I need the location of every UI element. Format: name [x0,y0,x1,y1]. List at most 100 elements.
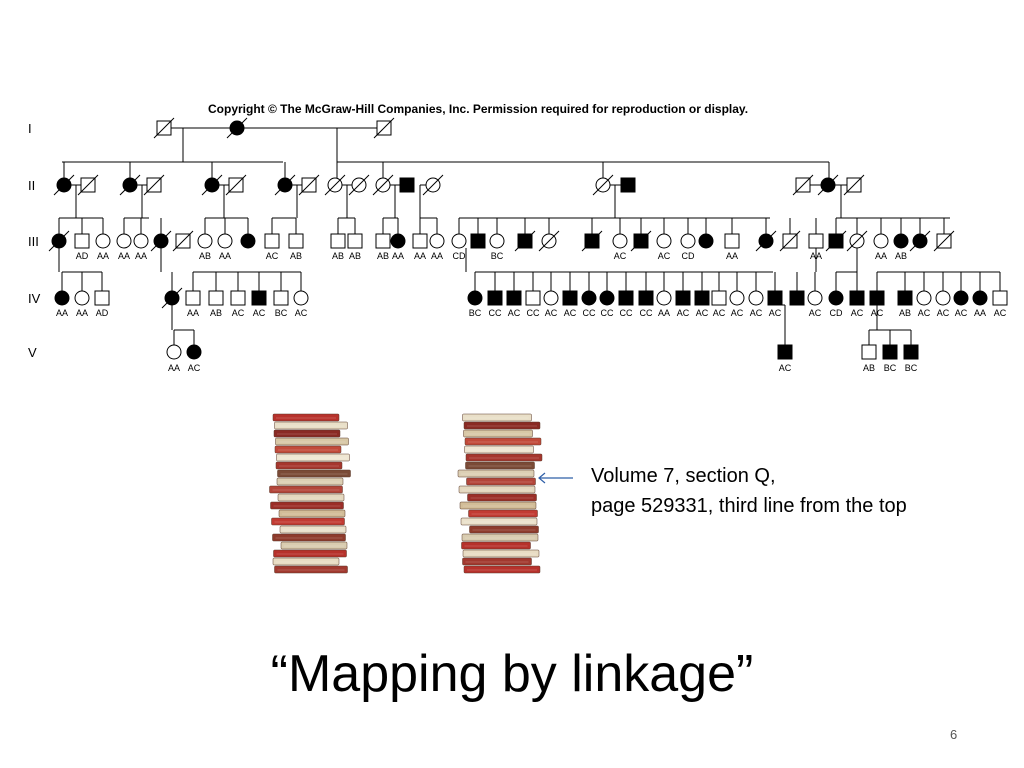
male-symbol [230,290,246,306]
female-symbol [656,290,672,306]
genotype-label: AA [974,308,986,318]
deceased-slash [843,174,865,196]
genotype-label: AC [955,308,968,318]
genotype-label: CC [640,308,653,318]
genotype-label: AC [677,308,690,318]
genotype-label: AA [56,308,68,318]
book-icon [462,549,540,558]
book-icon [276,453,350,462]
affected-male-symbol [897,290,913,306]
affected-female-symbol [698,233,714,249]
genotype-label: AA [726,251,738,261]
book-icon [465,461,535,470]
genotype-label: AC [871,308,884,318]
genotype-label: AA [76,308,88,318]
genotype-label: AC [809,308,822,318]
female-symbol [429,233,445,249]
deceased-slash [581,230,603,252]
female-symbol [133,233,149,249]
book-icon [462,413,532,422]
affected-female-symbol [581,290,597,306]
male-symbol [711,290,727,306]
affected-female-symbol [828,290,844,306]
deceased-slash [538,230,560,252]
deceased-slash [150,230,172,252]
female-symbol [95,233,111,249]
book-icon [274,421,348,430]
book-icon [276,477,344,486]
genotype-label: AA [431,251,443,261]
male-symbol [808,233,824,249]
male-symbol [264,233,280,249]
deceased-slash [514,230,536,252]
affected-female-symbol [240,233,256,249]
genotype-label: AC [545,308,558,318]
genotype-label: BC [469,308,482,318]
female-symbol [116,233,132,249]
genotype-label: AB [863,363,875,373]
genotype-label: BC [884,363,897,373]
book-icon [458,485,536,494]
genotype-label: AA [135,251,147,261]
affected-male-symbol [777,344,793,360]
genotype-label: BC [491,251,504,261]
genotype-label: AA [414,251,426,261]
genotype-label: CC [601,308,614,318]
affected-male-symbol [506,290,522,306]
affected-male-symbol [487,290,503,306]
book-icon [466,477,536,486]
book-icon [271,517,345,526]
genotype-label: AC [266,251,279,261]
genotype-label: CD [453,251,466,261]
deceased-slash [348,174,370,196]
genotype-label: AA [810,251,822,261]
book-icon [460,517,538,526]
deceased-slash [846,230,868,252]
female-symbol [873,233,889,249]
genotype-label: AB [895,251,907,261]
caption-line-2: page 529331, third line from the top [591,495,907,517]
genotype-label: AA [168,363,180,373]
female-symbol [293,290,309,306]
genotype-label: AB [899,308,911,318]
deceased-slash [933,230,955,252]
book-icon [462,557,532,566]
deceased-slash [792,174,814,196]
deceased-slash [226,117,248,139]
affected-male-symbol [903,344,919,360]
female-symbol [807,290,823,306]
book-icon [280,541,348,550]
genotype-label: AB [199,251,211,261]
affected-male-symbol [882,344,898,360]
female-symbol [729,290,745,306]
genotype-label: AD [96,308,109,318]
book-icon [270,501,344,510]
genotype-label: AA [392,251,404,261]
book-icon [272,533,346,542]
book-icon [278,509,346,518]
deceased-slash [324,174,346,196]
arrow-left-icon [538,472,573,484]
book-icon [463,565,541,574]
affected-female-symbol [972,290,988,306]
book-icon [468,509,538,518]
deceased-slash [119,174,141,196]
male-symbol [208,290,224,306]
affected-male-symbol [849,290,865,306]
book-icon [277,469,351,478]
female-symbol [612,233,628,249]
deceased-slash [48,230,70,252]
generation-label: V [28,345,37,360]
book-icon [277,493,345,502]
deceased-slash [825,230,847,252]
genotype-label: BC [275,308,288,318]
genotype-label: AA [118,251,130,261]
male-symbol [347,233,363,249]
book-icon [463,421,541,430]
generation-label: III [28,234,39,249]
deceased-slash [161,287,183,309]
genotype-label: AC [851,308,864,318]
genotype-label: AC [994,308,1007,318]
genotype-label: AC [779,363,792,373]
book-icon [273,429,341,438]
